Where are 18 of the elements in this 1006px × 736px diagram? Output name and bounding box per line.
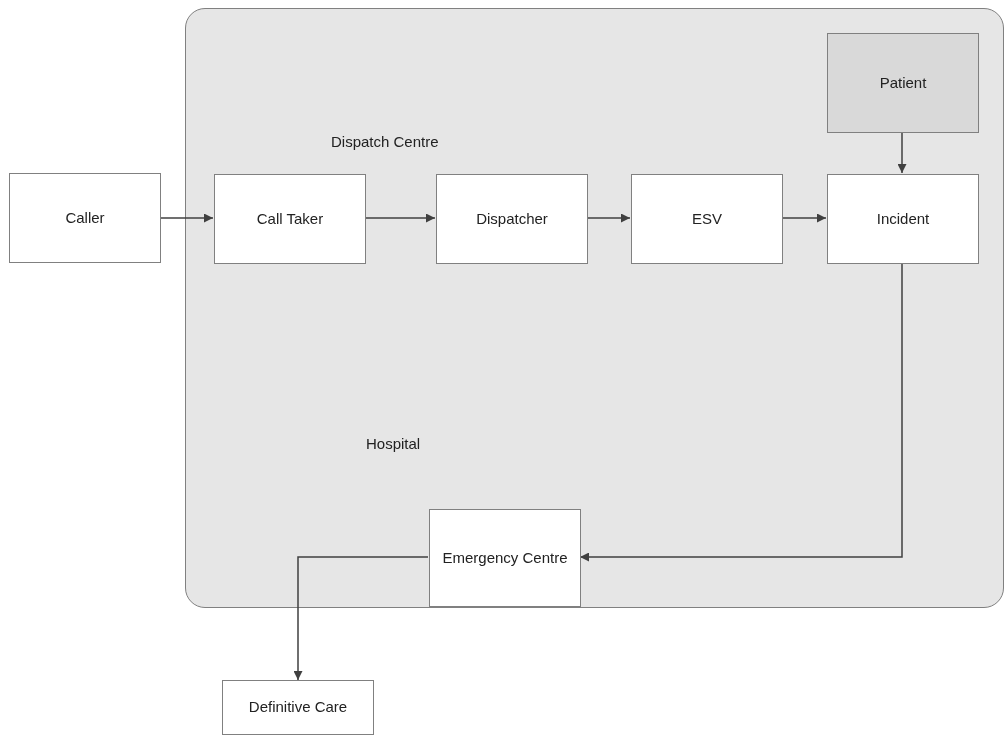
process-box: Emergency Centre [429, 509, 581, 607]
arrow [897, 131, 907, 174]
arrow [364, 213, 436, 223]
process-box: Call Taker [214, 174, 366, 264]
process-box: Dispatcher [436, 174, 588, 264]
process-box: Incident [827, 174, 979, 264]
process-box: Definitive Care [222, 680, 374, 735]
region-label: Hospital [366, 434, 421, 454]
arrow [579, 262, 903, 562]
process-box: ESV [631, 174, 783, 264]
arrow [293, 556, 429, 681]
arrow [586, 213, 631, 223]
arrow [160, 213, 214, 223]
region-panel [185, 8, 1004, 608]
process-box: Patient [827, 33, 979, 133]
region-label: Dispatch Centre [331, 132, 439, 152]
arrow [781, 213, 827, 223]
process-box: Caller [9, 173, 161, 263]
